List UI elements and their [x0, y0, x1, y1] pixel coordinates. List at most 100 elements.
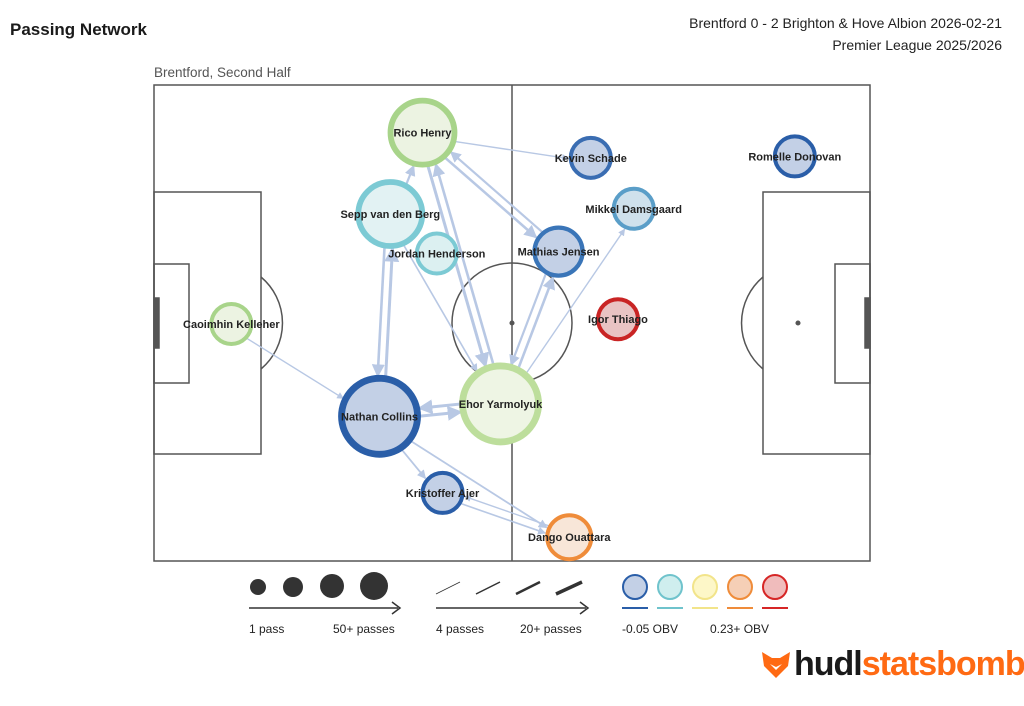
- size-legend: 1 pass 50+ passes: [249, 572, 402, 636]
- pass-line-ehor-yarmolyuk-to-rico-henry: [432, 162, 496, 367]
- player-label: Mathias Jensen: [518, 247, 600, 259]
- size-legend-dot-3: [320, 574, 344, 598]
- pass-line-kristoffer-ajer-to-dango-ouattara: [459, 502, 547, 535]
- left-goal: [153, 297, 160, 349]
- player-node-romelle-donovan: Romelle Donovan: [748, 134, 842, 179]
- player-circle: [611, 186, 656, 231]
- pass-lines: [245, 140, 626, 535]
- left-penalty-arc: [260, 276, 284, 370]
- player-label: Mikkel Damsgaard: [585, 204, 682, 216]
- pass-line-nathan-collins-to-dango-ouattara: [408, 439, 548, 529]
- obv-legend-min-label: -0.05 OBV: [622, 622, 678, 636]
- pass-line-mathias-jensen-to-ehor-yarmolyuk: [509, 272, 548, 367]
- right-goal: [864, 297, 871, 349]
- pass-line-mathias-jensen-to-rico-henry: [449, 151, 544, 234]
- pass-line-ehor-yarmolyuk-to-nathan-collins: [417, 399, 463, 415]
- line-legend-sample-2: [475, 581, 501, 595]
- line-legend-max-label: 20+ passes: [520, 622, 582, 636]
- pass-line-dango-ouattara-to-kristoffer-ajer: [463, 495, 551, 527]
- obv-legend: -0.05 OBV 0.23+ OBV: [622, 574, 788, 636]
- logo-statsbomb-text: statsbomb: [861, 645, 1024, 683]
- player-node-mathias-jensen: Mathias Jensen: [518, 225, 600, 278]
- pass-line-ehor-yarmolyuk-to-mathias-jensen: [516, 276, 555, 371]
- player-node-nathan-collins: Nathan Collins: [338, 374, 421, 458]
- logo-hudl-text: hudl: [794, 645, 863, 683]
- pass-line-nathan-collins-to-sepp-van-den-berg: [384, 246, 400, 379]
- pass-line-nathan-collins-to-kristoffer-ajer: [399, 447, 427, 480]
- match-line: Brentford 0 - 2 Brighton & Hove Albion 2…: [689, 15, 1002, 31]
- size-legend-arrowhead: [391, 601, 402, 615]
- line-legend: 4 passes 20+ passes: [435, 580, 590, 636]
- obv-legend-swatch-2: [657, 574, 683, 600]
- player-circle: [387, 97, 458, 168]
- player-label: Kevin Schade: [555, 153, 627, 165]
- player-label: Nathan Collins: [341, 411, 418, 423]
- obv-legend-swatch-4: [727, 574, 753, 600]
- logo-wordmark: hudlstatsbomb: [794, 644, 1024, 684]
- hudl-statsbomb-logo: hudlstatsbomb: [758, 644, 1024, 684]
- line-legend-min-label: 4 passes: [436, 622, 484, 636]
- line-legend-arrowhead: [579, 601, 590, 615]
- right-penalty-arc: [740, 276, 764, 370]
- player-node-mikkel-damsgaard: Mikkel Damsgaard: [585, 186, 682, 231]
- player-label: Romelle Donovan: [748, 151, 841, 163]
- player-node-kristoffer-ajer: Kristoffer Ajer: [406, 470, 480, 515]
- player-label: Igor Thiago: [588, 314, 648, 326]
- player-label: Rico Henry: [393, 128, 452, 140]
- player-circle: [568, 135, 613, 180]
- player-node-igor-thiago: Igor Thiago: [588, 297, 648, 342]
- size-legend-max-label: 50+ passes: [333, 622, 395, 636]
- line-legend-sample-4: [555, 580, 583, 596]
- chart-title: Passing Network: [10, 20, 147, 39]
- size-legend-dot-1: [250, 579, 266, 595]
- player-node-kevin-schade: Kevin Schade: [555, 135, 627, 180]
- size-legend-dot-4: [360, 572, 388, 600]
- player-node-ehor-yarmolyuk: Ehor Yarmolyuk: [459, 362, 543, 446]
- line-legend-sample-3: [515, 580, 541, 596]
- player-node-rico-henry: Rico Henry: [387, 97, 458, 168]
- player-node-jordan-henderson: Jordan Henderson: [388, 231, 486, 276]
- player-circle: [595, 297, 640, 342]
- player-circle: [545, 513, 594, 562]
- obv-legend-swatch-3: [692, 574, 718, 600]
- player-circle: [532, 225, 585, 278]
- pass-line-rico-henry-to-ehor-yarmolyuk: [426, 164, 490, 369]
- player-label: Jordan Henderson: [388, 249, 485, 261]
- size-legend-min-label: 1 pass: [249, 622, 284, 636]
- right-penalty-box: [762, 191, 871, 455]
- pass-line-sepp-van-den-berg-to-nathan-collins: [371, 245, 386, 378]
- pass-line-caoimhin-kelleher-to-nathan-collins: [245, 337, 345, 400]
- obv-legend-swatch-1: [622, 574, 648, 600]
- player-label: Kristoffer Ajer: [406, 488, 480, 500]
- player-label: Dango Ouattara: [528, 532, 611, 544]
- player-node-caoimhin-kelleher: Caoimhin Kelleher: [183, 301, 280, 346]
- pass-line-ehor-yarmolyuk-to-mikkel-damsgaard: [524, 228, 626, 376]
- right-penalty-spot: [795, 320, 801, 326]
- player-node-dango-ouattara: Dango Ouattara: [528, 513, 611, 562]
- player-circle: [338, 374, 421, 458]
- legend: 1 pass 50+ passes 4 passes 20+ passes -0…: [249, 572, 788, 636]
- obv-legend-swatch-5: [762, 574, 788, 600]
- pitch-subtitle: Brentford, Second Half: [154, 65, 291, 80]
- player-label: Ehor Yarmolyuk: [459, 399, 543, 411]
- obv-legend-max-label: 0.23+ OBV: [710, 622, 769, 636]
- player-circle: [420, 470, 465, 515]
- player-label: Sepp van den Berg: [340, 209, 440, 221]
- pass-line-sepp-van-den-berg-to-ehor-yarmolyuk: [402, 243, 478, 373]
- size-legend-dot-2: [283, 577, 303, 597]
- pass-line-rico-henry-to-kevin-schade: [453, 140, 570, 162]
- centre-spot: [509, 320, 515, 326]
- player-label: Caoimhin Kelleher: [183, 319, 280, 331]
- player-node-sepp-van-den-berg: Sepp van den Berg: [340, 179, 440, 249]
- competition-line: Premier League 2025/2026: [832, 37, 1002, 53]
- player-circle: [459, 362, 542, 446]
- player-circle: [355, 179, 426, 249]
- player-circle: [414, 231, 459, 276]
- pass-line-sepp-van-den-berg-to-rico-henry: [404, 164, 416, 187]
- player-circle: [209, 301, 254, 346]
- match-info: Brentford 0 - 2 Brighton & Hove Albion 2…: [689, 12, 1002, 56]
- pass-line-nathan-collins-to-ehor-yarmolyuk: [417, 405, 463, 421]
- player-circle: [772, 134, 817, 179]
